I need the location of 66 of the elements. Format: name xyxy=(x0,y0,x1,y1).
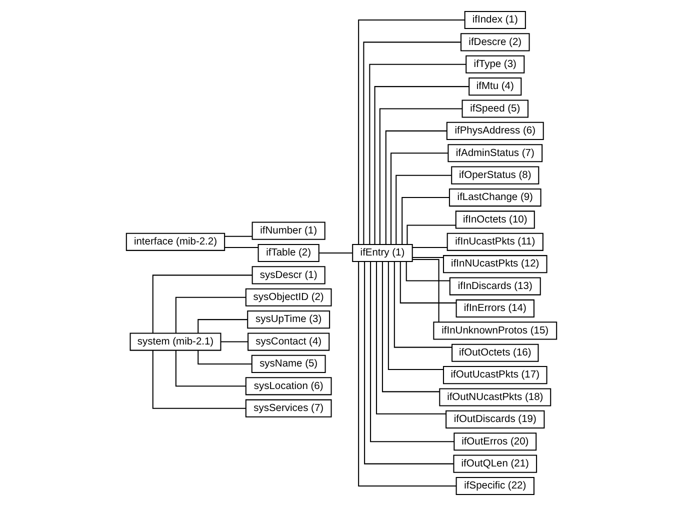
connector xyxy=(358,19,464,244)
node-box: ifLastChange (9) xyxy=(448,188,541,207)
connector xyxy=(224,246,258,248)
connector xyxy=(152,350,246,409)
node-box: sysUpTime (3) xyxy=(246,310,330,329)
connector xyxy=(378,108,462,244)
connector xyxy=(174,350,246,387)
connector xyxy=(370,262,454,442)
node-box: ifAdminStatus (7) xyxy=(447,144,542,162)
connector xyxy=(220,341,248,342)
connector xyxy=(362,42,460,244)
connector xyxy=(364,262,453,464)
node-box: ifOutNUcastPkts (18) xyxy=(438,388,551,406)
node-box: ifOutQLen (21) xyxy=(452,454,537,473)
node-box: ifOutDiscards (19) xyxy=(445,410,544,428)
node-box: ifEntry (1) xyxy=(352,244,412,262)
node-box: ifOperStatus (8) xyxy=(450,166,539,184)
node-box: ifIndex (1) xyxy=(464,10,526,30)
connector xyxy=(384,130,446,244)
node-box: ifMtu (4) xyxy=(468,78,522,96)
node-box: ifDescre (2) xyxy=(460,33,530,52)
connector xyxy=(395,174,451,244)
connector xyxy=(387,262,443,370)
connector xyxy=(152,274,252,334)
node-box: ifTable (2) xyxy=(257,244,319,262)
node-box: sysDescr (1) xyxy=(251,266,325,284)
node-box: ifInOctets (10) xyxy=(454,210,534,229)
node-box: sysName (5) xyxy=(250,354,326,373)
node-box: ifPhysAddress (6) xyxy=(446,122,544,140)
connector xyxy=(401,197,449,244)
node-box: ifOutUcastPkts (17) xyxy=(442,366,547,384)
connector xyxy=(412,257,443,258)
connector xyxy=(197,350,252,364)
node-box: ifNumber (1) xyxy=(251,222,325,240)
connector xyxy=(358,262,456,487)
connector xyxy=(375,262,446,414)
node-box: sysObjectID (2) xyxy=(244,288,332,306)
connector xyxy=(412,246,447,248)
connector xyxy=(406,224,456,244)
node-box: ifInUnknownProtos (15) xyxy=(432,322,557,340)
node-box: sysServices (7) xyxy=(244,399,332,418)
node-box: ifInUcastPkts (11) xyxy=(446,232,543,251)
node-box: ifOutOctets (16) xyxy=(451,344,538,362)
node-box: ifInNUcastPkts (12) xyxy=(442,255,547,274)
connector xyxy=(393,262,452,348)
node-box: ifSpecific (22) xyxy=(455,476,534,496)
connector xyxy=(381,262,439,392)
connector xyxy=(399,262,456,304)
connector xyxy=(374,86,469,244)
node-box: sysLocation (6) xyxy=(244,377,332,396)
node-box: interface (mib-2.2) xyxy=(125,232,225,251)
node-box: ifSpeed (5) xyxy=(461,100,528,118)
connector xyxy=(318,252,352,254)
connector xyxy=(368,64,466,244)
connector xyxy=(390,152,448,244)
connector xyxy=(405,262,450,282)
connector xyxy=(174,296,246,334)
connector xyxy=(224,236,252,237)
connector xyxy=(197,319,248,333)
node-box: ifInDiscards (13) xyxy=(448,277,540,296)
node-box: ifInErrors (14) xyxy=(455,299,534,318)
node-box: ifType (3) xyxy=(465,55,524,74)
node-box: sysContact (4) xyxy=(247,332,330,351)
connector xyxy=(412,259,439,322)
node-box: system (mib-2.1) xyxy=(129,332,221,351)
node-box: ifOutErros (20) xyxy=(453,432,536,451)
